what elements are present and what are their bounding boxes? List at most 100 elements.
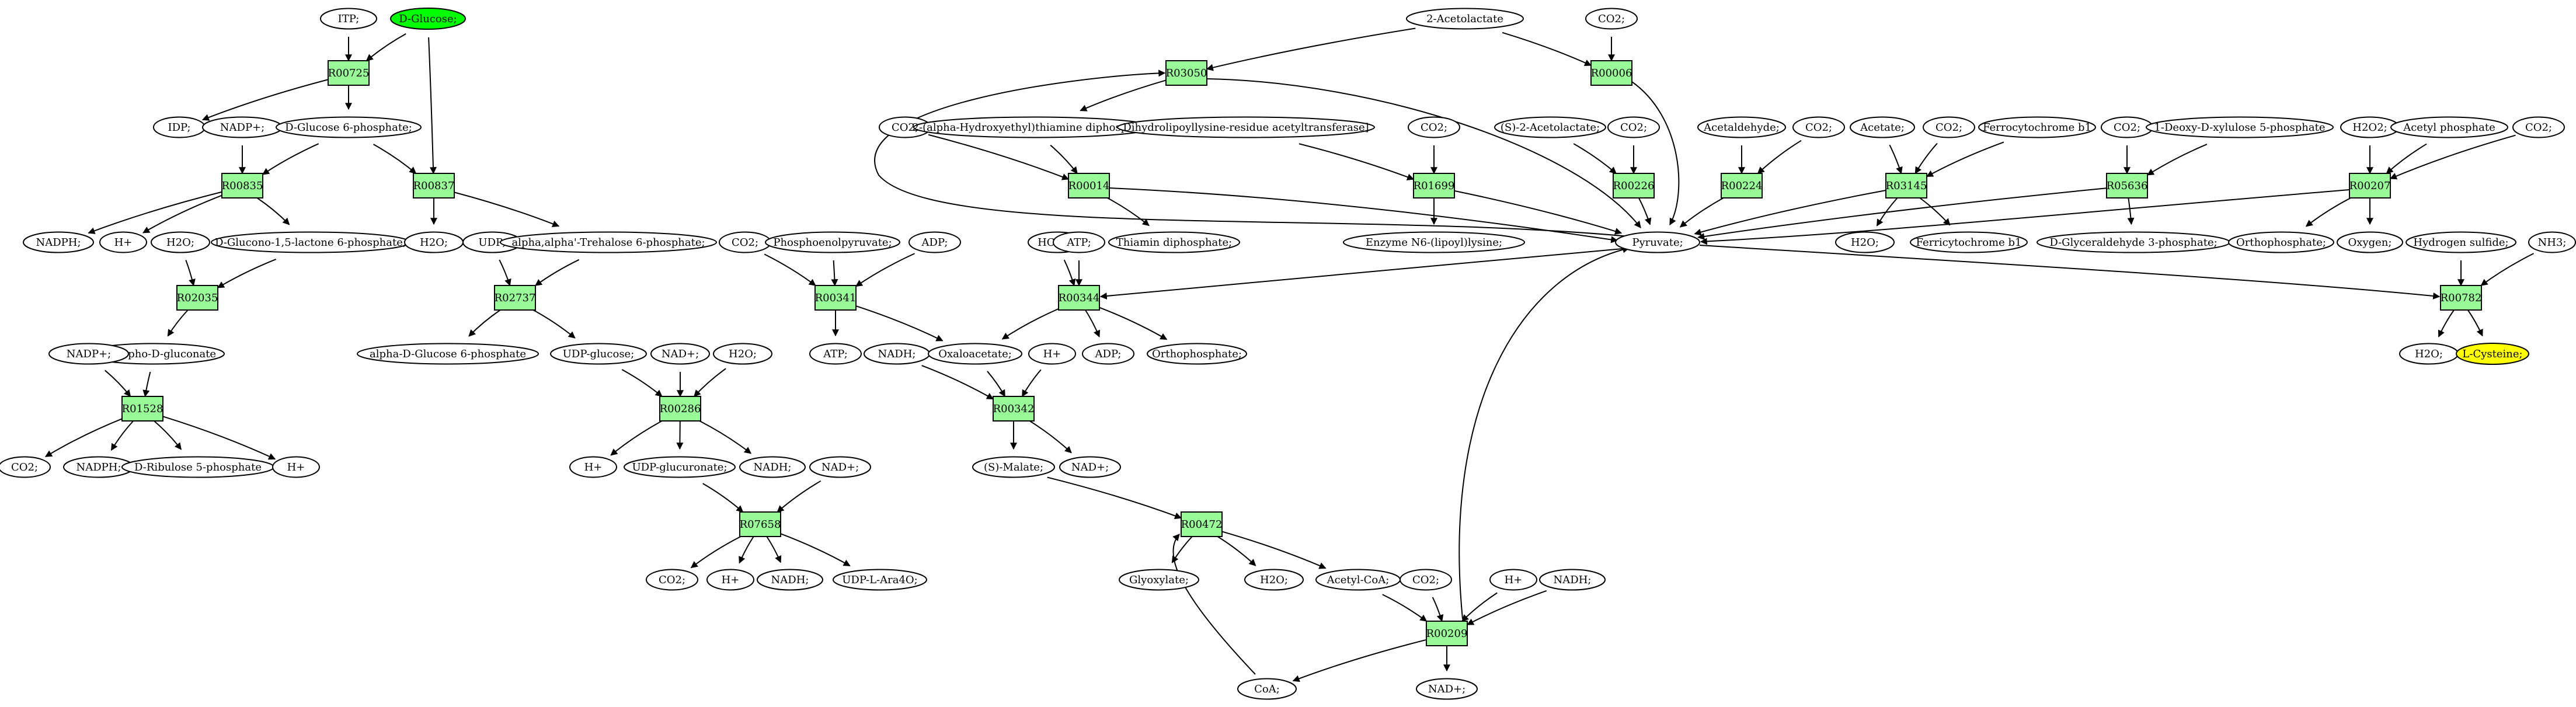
reaction-node-r00837[interactable]: R00837 [413, 173, 455, 198]
metabolite-node-deoxyxylulose[interactable]: 1-Deoxy-D-xylulose 5-phosphate [2146, 116, 2334, 138]
reaction-node-r00472[interactable]: R00472 [1181, 511, 1223, 537]
metabolite-node-adp_r341[interactable]: ADP; [908, 231, 961, 253]
metabolite-node-nh3[interactable]: NH3; [2528, 231, 2576, 253]
metabolite-node-nadh_r286[interactable]: NADH; [739, 456, 806, 478]
metabolite-node-udpglucuronate[interactable]: UDP-glucuronate; [624, 456, 736, 478]
metabolite-node-hplus_r209[interactable]: H+ [1489, 569, 1537, 591]
metabolite-node-co2_r341[interactable]: CO2; [719, 231, 771, 253]
metabolite-node-atp_r341[interactable]: ATP; [809, 343, 862, 365]
metabolite-node-acetate[interactable]: Acetate; [1850, 116, 1915, 138]
metabolite-node-co2_r6[interactable]: CO2; [1585, 8, 1638, 30]
metabolite-node-lcysteine[interactable]: L-Cysteine; [2456, 343, 2529, 365]
metabolite-node-udpara[interactable]: UDP-L-Ara4O; [833, 569, 927, 591]
reaction-node-r00226[interactable]: R00226 [1613, 173, 1655, 198]
metabolite-node-alphag6p[interactable]: alpha-D-Glucose 6-phosphate [357, 343, 539, 365]
metabolite-node-thiamin[interactable]: Thiamin diphosphate; [1108, 231, 1240, 253]
metabolite-node-smalate[interactable]: (S)-Malate; [972, 456, 1055, 478]
reaction-node-r00835[interactable]: R00835 [221, 173, 263, 198]
reaction-node-r07658[interactable]: R07658 [739, 511, 781, 537]
metabolite-node-acetaldehyde[interactable]: Acetaldehyde; [1697, 116, 1786, 138]
metabolite-node-nadh_r342[interactable]: NADH; [864, 343, 930, 365]
metabolite-node-pyruvate[interactable]: Pyruvate; [1615, 231, 1700, 253]
metabolite-node-hplus1[interactable]: H+ [99, 231, 147, 253]
reaction-node-r00006[interactable]: R00006 [1590, 60, 1632, 86]
metabolite-node-hplus2[interactable]: H+ [272, 456, 320, 478]
metabolite-node-acetylp[interactable]: Acetyl phosphate [2390, 116, 2508, 138]
reaction-node-r02035[interactable]: R02035 [176, 285, 218, 311]
metabolite-node-udpglucose[interactable]: UDP-glucose; [550, 343, 647, 365]
metabolite-node-h2s[interactable]: Hydrogen sulfide; [2406, 231, 2516, 253]
metabolite-node-h2o_r3145[interactable]: H2O; [1835, 231, 1895, 253]
metabolite-node-oxaloacetate[interactable]: Oxaloacetate; [928, 343, 1022, 365]
metabolite-node-ferricyt[interactable]: Ferricytochrome b1 [1910, 231, 2028, 253]
reaction-node-r00209[interactable]: R00209 [1426, 621, 1468, 646]
metabolite-node-ribulose[interactable]: D-Ribulose 5-phosphate [121, 456, 274, 478]
reaction-node-r00207[interactable]: R00207 [2349, 173, 2391, 198]
metabolite-node-co2_r7658[interactable]: CO2; [646, 569, 698, 591]
reaction-node-r01528[interactable]: R01528 [121, 396, 163, 422]
metabolite-node-acetolactate[interactable]: 2-Acetolactate [1406, 8, 1524, 30]
metabolite-node-acetylcoa[interactable]: Acetyl-CoA; [1315, 569, 1401, 591]
metabolite-node-hplus4[interactable]: H+ [706, 569, 754, 591]
metabolite-node-h2o_r472[interactable]: H2O; [1244, 569, 1304, 591]
metabolite-node-enzyme[interactable]: Enzyme N6-(lipoyl)lysine; [1343, 231, 1525, 253]
metabolite-node-oxygen[interactable]: Oxygen; [2337, 231, 2403, 253]
metabolite-node-co2_r207[interactable]: CO2; [2512, 116, 2565, 138]
metabolite-node-dglucose[interactable]: D-Glucose; [390, 8, 466, 30]
metabolite-node-nad_r7658[interactable]: NAD+; [809, 456, 871, 478]
metabolite-node-dihydrolipoyl[interactable]: Dihydrolipoyllysine-residue acetyltransf… [1117, 116, 1375, 138]
metabolite-node-hydroxyethyl[interactable]: 2-(alpha-Hydroxyethyl)thiamine diphospha… [913, 116, 1155, 138]
reaction-node-r00782[interactable]: R00782 [2440, 285, 2482, 311]
metabolite-node-h2o_a[interactable]: H2O; [151, 231, 210, 253]
reaction-node-r05636[interactable]: R05636 [2106, 173, 2148, 198]
metabolite-node-hplus3[interactable]: H+ [569, 456, 617, 478]
metabolite-node-atp_r344[interactable]: ATP; [1053, 231, 1105, 253]
metabolite-node-co2_r226[interactable]: CO2; [1607, 116, 1660, 138]
metabolite-node-nadh_r209[interactable]: NADH; [1539, 569, 1606, 591]
metabolite-node-h2o_r286[interactable]: H2O; [713, 343, 772, 365]
metabolite-node-idp[interactable]: IDP; [153, 116, 206, 138]
reaction-node-r03145[interactable]: R03145 [1885, 173, 1927, 198]
metabolite-node-nadh_r7658[interactable]: NADH; [757, 569, 823, 591]
reaction-node-r00341[interactable]: R00341 [814, 285, 857, 311]
metabolite-node-gap[interactable]: D-Glyceraldehyde 3-phosphate; [2037, 231, 2230, 253]
metabolite-node-coa[interactable]: CoA; [1237, 678, 1297, 700]
metabolite-node-ortho_r207[interactable]: Orthophosphate; [2228, 231, 2334, 253]
metabolite-node-nad_r286[interactable]: NAD+; [650, 343, 710, 365]
metabolite-node-ferrocyt[interactable]: Ferrocytochrome b1 [1978, 116, 2096, 138]
reaction-node-r00286[interactable]: R00286 [659, 396, 701, 422]
reaction-node-r00342[interactable]: R00342 [993, 396, 1035, 422]
metabolite-node-adp_r344[interactable]: ADP; [1082, 343, 1134, 365]
metabolite-node-trehalose6p[interactable]: alpha,alpha'-Trehalose 6-phosphate; [500, 231, 717, 253]
metabolite-node-co2_r1528[interactable]: CO2; [0, 456, 51, 478]
metabolite-node-glucono[interactable]: D-Glucono-1,5-lactone 6-phosphate; [211, 231, 410, 253]
reaction-node-r00224[interactable]: R00224 [1721, 173, 1763, 198]
metabolite-node-g6p[interactable]: D-Glucose 6-phosphate; [276, 116, 422, 138]
metabolite-node-ortho_r344[interactable]: Orthophosphate; [1147, 343, 1247, 365]
metabolite-node-h2o2[interactable]: H2O2; [2340, 116, 2400, 138]
metabolite-node-nadph1[interactable]: NADPH; [23, 231, 94, 253]
metabolite-node-co2_r1699[interactable]: CO2; [1408, 116, 1460, 138]
metabolite-node-nadp2[interactable]: NADP+; [48, 343, 129, 365]
metabolite-node-co2_r224[interactable]: CO2; [1792, 116, 1845, 138]
metabolite-node-hplus_r342[interactable]: H+ [1028, 343, 1076, 365]
metabolite-node-glyoxylate[interactable]: Glyoxylate; [1119, 569, 1199, 591]
metabolite-node-co2_r14[interactable]: CO2; [879, 116, 931, 138]
reaction-node-r01699[interactable]: R01699 [1413, 173, 1455, 198]
reaction-node-r00014[interactable]: R00014 [1068, 173, 1110, 198]
metabolite-node-co2_r5636[interactable]: CO2; [2101, 116, 2153, 138]
reaction-node-r00344[interactable]: R00344 [1058, 285, 1100, 311]
metabolite-node-nad_r342[interactable]: NAD+; [1059, 456, 1121, 478]
metabolite-node-co2_r209[interactable]: CO2; [1400, 569, 1452, 591]
metabolite-node-sacetolactate[interactable]: (S)-2-Acetolactate; [1494, 116, 1606, 138]
metabolite-node-h2o_r782[interactable]: H2O; [2399, 343, 2459, 365]
metabolite-node-co2_r3145[interactable]: CO2; [1923, 116, 1975, 138]
metabolite-node-nad_r209[interactable]: NAD+; [1416, 678, 1478, 700]
reaction-node-r00725[interactable]: R00725 [328, 60, 370, 86]
metabolite-node-pep[interactable]: Phosphoenolpyruvate; [765, 231, 900, 253]
reaction-node-r02737[interactable]: R02737 [494, 285, 536, 311]
metabolite-node-itp[interactable]: ITP; [320, 8, 377, 30]
reaction-node-r03050[interactable]: R03050 [1165, 60, 1207, 86]
metabolite-node-nadp1[interactable]: NADP+; [202, 116, 283, 138]
metabolite-node-h2o_b[interactable]: H2O; [404, 231, 464, 253]
